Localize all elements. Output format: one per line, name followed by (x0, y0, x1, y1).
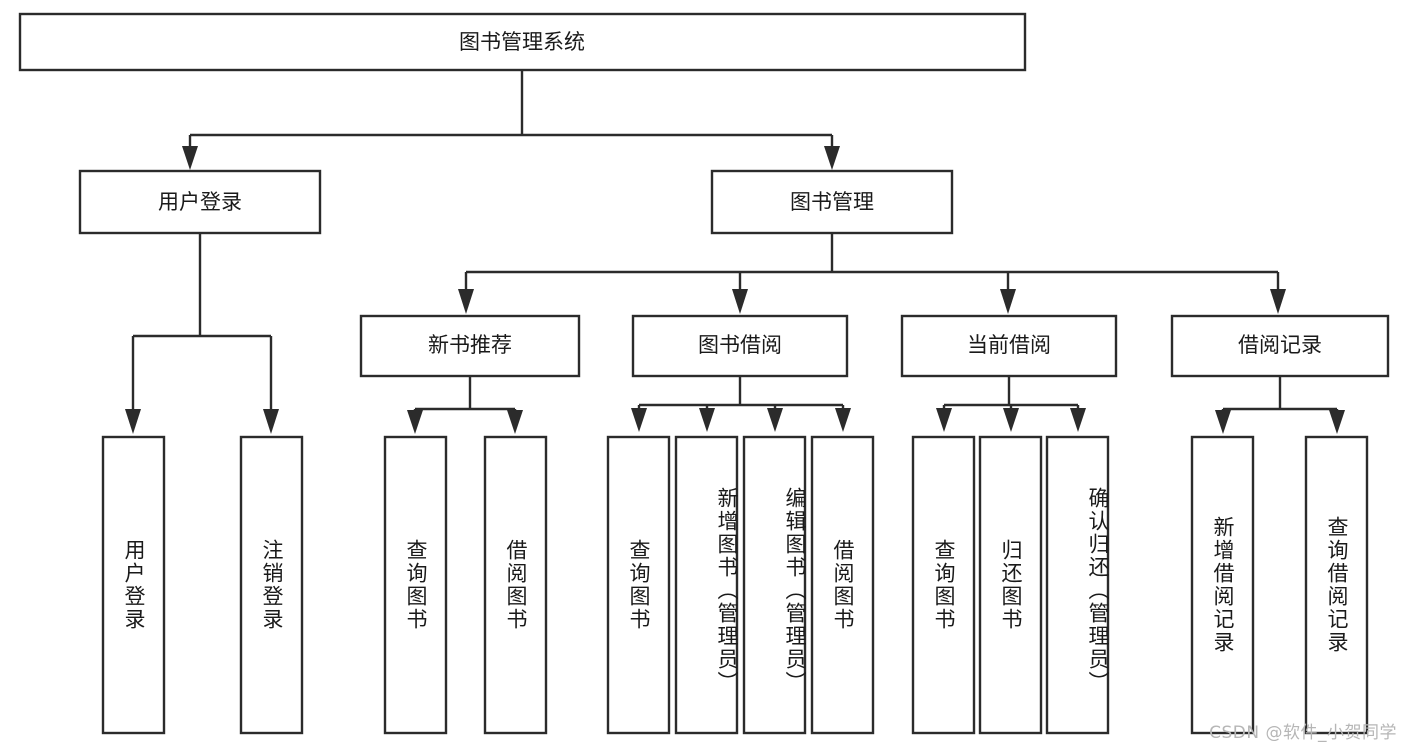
connector-current-borrow-to-leaves (936, 376, 1086, 432)
node-book-borrow-label: 图书借阅 (698, 333, 782, 357)
arrow-head-icon (699, 408, 715, 432)
node-user-login-label: 用户登录 (158, 190, 242, 214)
arrow-head-icon (458, 289, 474, 314)
arrow-head-icon (1003, 408, 1019, 432)
node-new-book-recommend-label: 新书推荐 (428, 333, 512, 357)
arrow-head-icon (835, 408, 851, 432)
node-new-book-recommend[interactable]: 新书推荐 (359, 314, 581, 378)
arrow-head-icon (1000, 289, 1016, 314)
leaf-box-query-book-2[interactable] (606, 435, 671, 735)
node-borrow-record[interactable]: 借阅记录 (1170, 314, 1390, 378)
node-book-borrow[interactable]: 图书借阅 (631, 314, 849, 378)
node-borrow-record-label: 借阅记录 (1238, 333, 1322, 357)
leaf-box-borrow-book-2[interactable] (810, 435, 875, 735)
node-new-book-recommend-box[interactable] (359, 314, 581, 378)
node-root-label: 图书管理系统 (459, 30, 585, 54)
node-book-management[interactable]: 图书管理 (710, 169, 954, 235)
leaf-box-borrow-book-1[interactable] (483, 435, 548, 735)
arrow-head-icon (936, 408, 952, 432)
arrow-head-icon (263, 409, 279, 434)
arrow-head-icon (182, 146, 198, 170)
arrow-head-icon (824, 146, 840, 170)
csdn-watermark: CSDN @软件_小贺同学 (1209, 723, 1397, 743)
leaf-box-query-book-3[interactable] (911, 435, 976, 735)
leaf-box-logout[interactable] (239, 435, 304, 735)
node-user-login[interactable]: 用户登录 (78, 169, 322, 235)
node-book-management-label: 图书管理 (790, 190, 874, 214)
connector-new-book-recommend-to-leaves (407, 376, 523, 434)
arrow-head-icon (1215, 410, 1231, 434)
leaf-box-query-borrow-record[interactable] (1304, 435, 1369, 735)
leaf-box-edit-book-admin[interactable] (742, 435, 807, 735)
connector-user-login-to-leaves (125, 233, 279, 434)
arrow-head-icon (1329, 410, 1345, 434)
leaf-box-add-book-admin[interactable] (674, 435, 739, 735)
arrow-head-icon (507, 410, 523, 434)
arrow-head-icon (407, 410, 423, 434)
node-user-login-box[interactable] (78, 169, 322, 235)
leaf-box-add-borrow-record[interactable] (1190, 435, 1255, 735)
leaf-box-confirm-return-admin[interactable] (1045, 435, 1110, 735)
node-root-box[interactable] (18, 12, 1027, 72)
connector-borrow-record-to-leaves (1215, 376, 1345, 434)
arrow-head-icon (125, 409, 141, 434)
arrow-head-icon (1270, 289, 1286, 314)
arrow-head-icon (631, 408, 647, 432)
arrow-head-icon (732, 289, 748, 314)
leaf-box-user-login[interactable] (101, 435, 166, 735)
arrow-head-icon (1070, 408, 1086, 432)
connector-root-to-level1 (182, 70, 840, 170)
node-current-borrow-box[interactable] (900, 314, 1118, 378)
node-current-borrow-label: 当前借阅 (967, 333, 1051, 357)
node-current-borrow[interactable]: 当前借阅 (900, 314, 1118, 378)
leaf-box-query-book-1[interactable] (383, 435, 448, 735)
arrow-head-icon (767, 408, 783, 432)
connector-book-borrow-to-leaves (631, 376, 851, 432)
connector-book-management-to-level2 (458, 233, 1286, 314)
node-root[interactable]: 图书管理系统 (18, 12, 1027, 72)
leaf-box-return-book[interactable] (978, 435, 1043, 735)
